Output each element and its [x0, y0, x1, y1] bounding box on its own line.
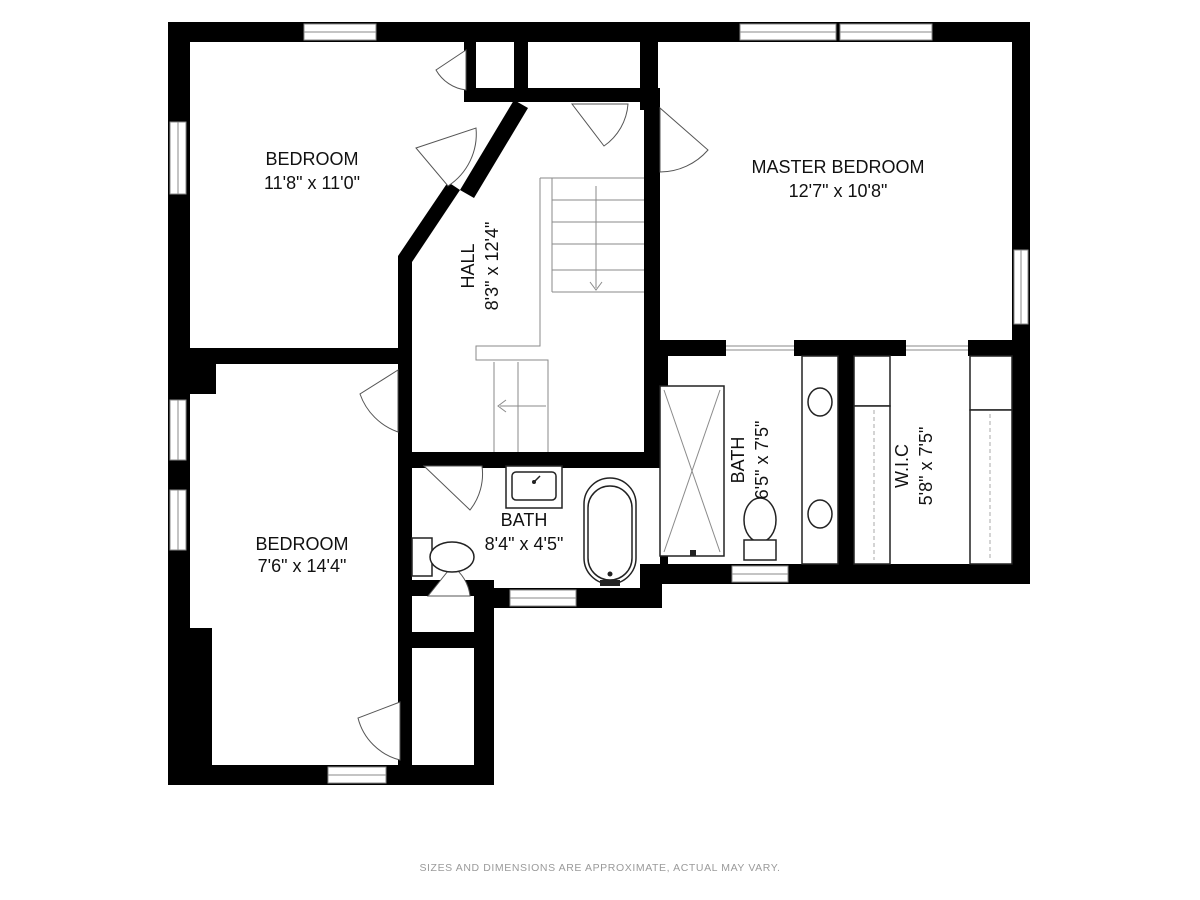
- disclaimer: SIZES AND DIMENSIONS ARE APPROXIMATE, AC…: [419, 862, 780, 874]
- room-name-bedroom-top: BEDROOM: [265, 149, 358, 169]
- room-labels: BEDROOM 11'8" x 11'0" MASTER BEDROOM 12'…: [255, 149, 936, 576]
- room-name-wic: W.I.C: [892, 444, 912, 488]
- room-size-bath-master: 6'5" x 7'5": [752, 421, 772, 500]
- room-size-bath-hall: 8'4" x 4'5": [485, 534, 564, 554]
- room-size-hall: 8'3" x 12'4": [482, 222, 502, 311]
- room-name-bedroom-bottom: BEDROOM: [255, 534, 348, 554]
- doors: [357, 49, 968, 761]
- room-size-bedroom-bottom: 7'6" x 14'4": [258, 556, 347, 576]
- master-bath-fixtures: [659, 355, 839, 565]
- room-name-master-bedroom: MASTER BEDROOM: [751, 157, 924, 177]
- room-size-bedroom-top: 11'8" x 11'0": [264, 173, 360, 193]
- room-name-hall: HALL: [458, 243, 478, 288]
- staircase: [475, 177, 644, 452]
- wic-shelving: [853, 355, 1013, 565]
- room-size-wic: 5'8" x 7'5": [916, 427, 936, 506]
- windows: [169, 23, 1029, 784]
- room-size-master-bedroom: 12'7" x 10'8": [789, 181, 888, 201]
- room-name-bath-hall: BATH: [501, 510, 548, 530]
- hall-bath-fixtures: [411, 465, 637, 586]
- room-name-bath-master: BATH: [728, 437, 748, 484]
